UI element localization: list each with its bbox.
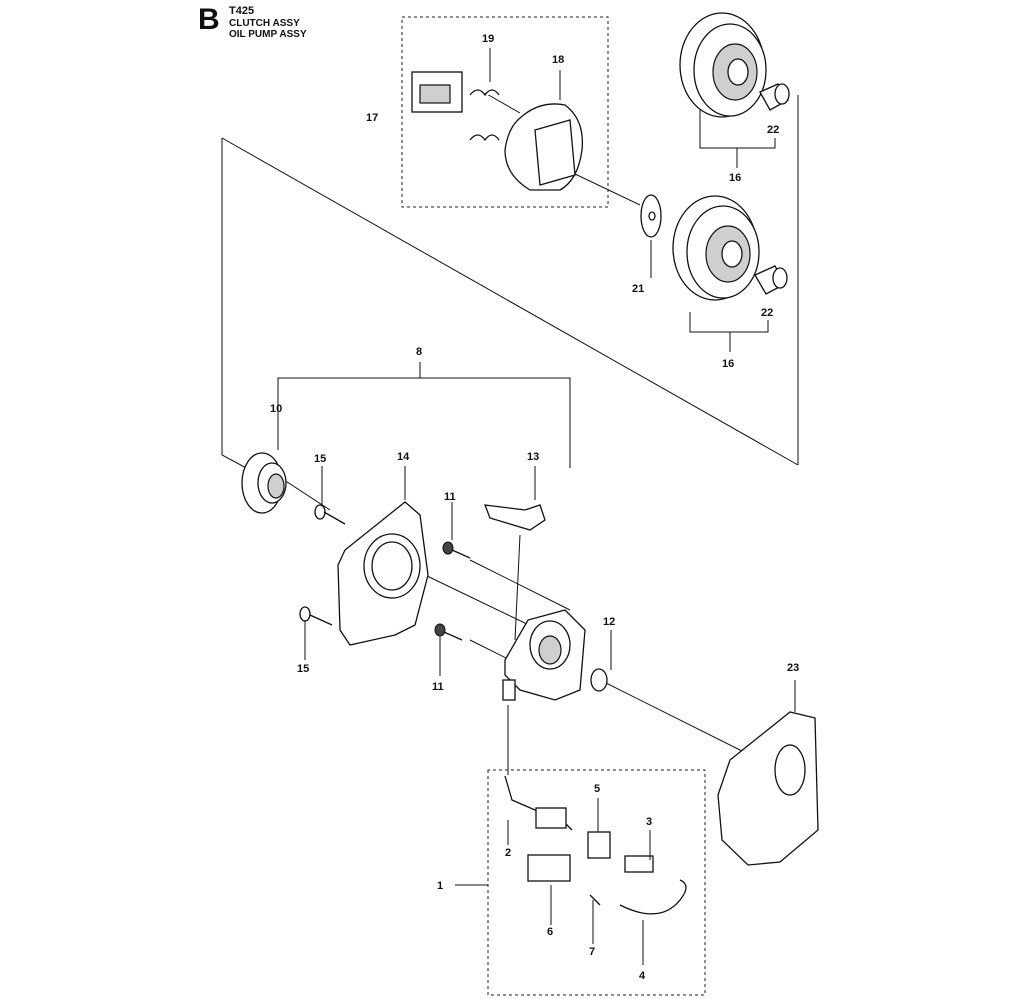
oil-hose-assembly [504, 775, 687, 915]
callout-17: 17 [366, 112, 378, 124]
callout-2: 2 [505, 847, 511, 859]
o-ring [590, 668, 608, 692]
callout-16-lower: 16 [722, 358, 734, 370]
callout-18: 18 [552, 54, 564, 66]
callout-10: 10 [270, 403, 282, 415]
assembly-title-oil-pump: OIL PUMP ASSY [229, 29, 307, 40]
callout-3: 3 [646, 816, 652, 828]
callout-19: 19 [482, 33, 494, 45]
assembly-lines [221, 92, 799, 775]
callout-11-lower: 11 [432, 681, 444, 693]
oil-pump-group-box [487, 769, 706, 996]
clutch-shoe [504, 103, 584, 191]
callout-8: 8 [416, 346, 422, 358]
callout-7: 7 [589, 946, 595, 958]
model-number: T425 [229, 5, 255, 17]
assembly-title-clutch: CLUTCH ASSY [229, 18, 300, 29]
screw-upper [314, 504, 346, 525]
washer [640, 194, 662, 238]
callout-23: 23 [787, 662, 799, 674]
callout-11-upper: 11 [444, 491, 456, 503]
oil-pump [502, 609, 586, 701]
clutch-spring [411, 71, 500, 142]
clutch-drum-upper [679, 12, 767, 118]
needle-bearing-upper [759, 83, 790, 111]
screw-11-lower [434, 623, 463, 641]
callout-13: 13 [527, 451, 539, 463]
callout-16-upper: 16 [729, 172, 741, 184]
callout-6: 6 [547, 926, 553, 938]
callout-15-upper: 15 [314, 453, 326, 465]
callout-4: 4 [639, 970, 646, 982]
callout-5: 5 [594, 783, 600, 795]
callout-14: 14 [397, 451, 410, 463]
clutch-shoe-group-box [401, 16, 609, 208]
needle-bearing-lower [754, 265, 788, 295]
chain-guide-cover [717, 711, 819, 866]
callout-22-lower: 22 [761, 307, 773, 319]
leader-lines [277, 48, 796, 965]
sprocket-rim [241, 452, 287, 514]
section-letter: B [198, 3, 220, 36]
callout-22-upper: 22 [767, 124, 779, 136]
adjuster-screw [484, 504, 546, 531]
callout-15-lower: 15 [297, 663, 309, 675]
guide-plate [337, 501, 429, 646]
callout-21: 21 [632, 283, 644, 295]
callout-12: 12 [603, 616, 615, 628]
screw-11-upper [442, 541, 471, 559]
callout-1: 1 [437, 880, 443, 892]
clutch-drum-lower [672, 195, 760, 301]
